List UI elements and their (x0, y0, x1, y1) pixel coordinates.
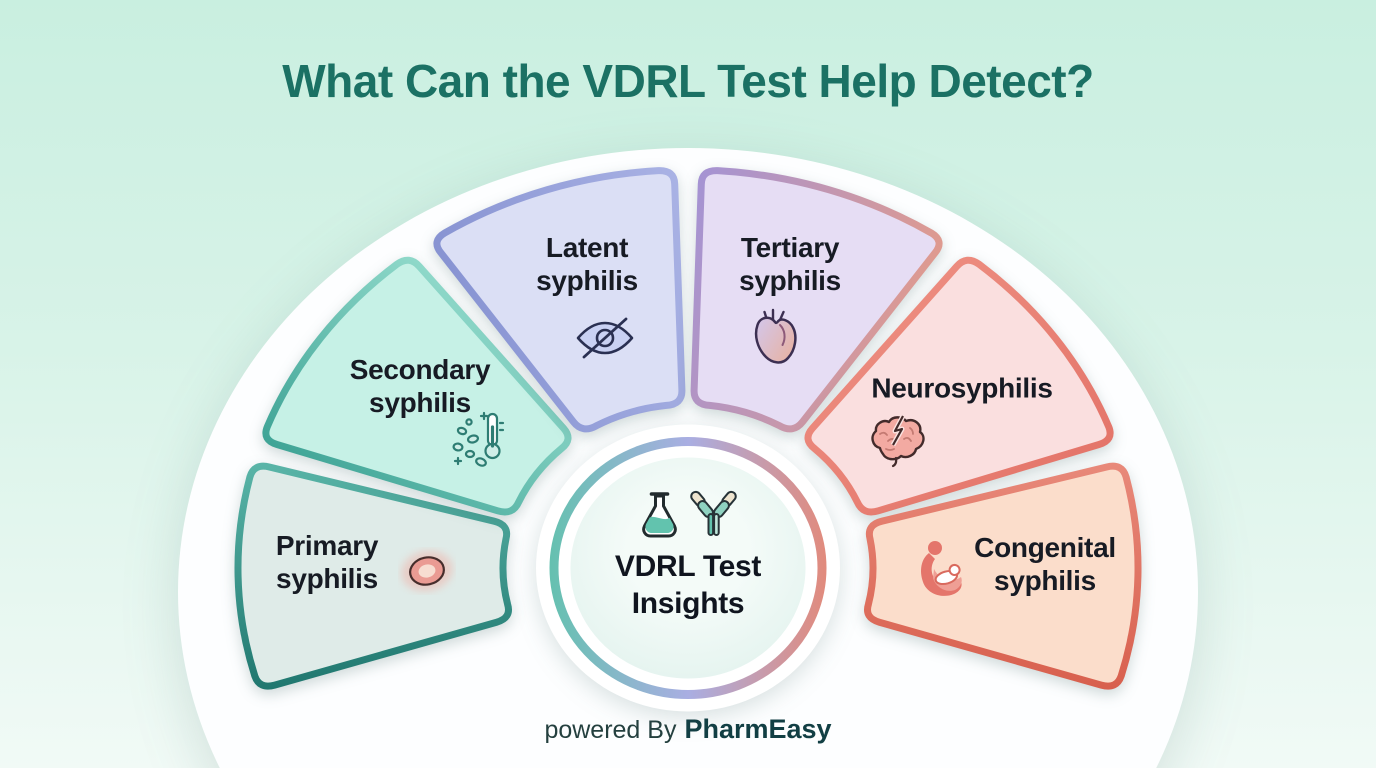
sore-icon (398, 547, 456, 595)
antibody-icon (689, 489, 739, 539)
hub-title: VDRL Test Insights (614, 548, 762, 622)
label-line: syphilis (369, 387, 471, 418)
hub-inner-circle (565, 452, 811, 684)
label-line: Congenital (974, 532, 1116, 563)
label-line: Latent (545, 232, 629, 263)
hub-gradient-ring (549, 437, 827, 699)
segment-label-congenital-syphilis: Congenital syphilis (974, 531, 1116, 597)
label-line: Neurosyphilis (871, 372, 1053, 404)
label-line: Tertiary (740, 232, 840, 263)
flask-icon (638, 490, 682, 538)
segment-congenital-syphilis (864, 462, 1142, 690)
footer-powered-by: powered By (544, 716, 677, 744)
segment-primary-syphilis (234, 462, 512, 690)
segment-label-tertiary-syphilis: Tertiary syphilis (739, 231, 841, 297)
hub-title-line2: Insights (631, 587, 745, 620)
segment-wedges (234, 167, 1142, 690)
segment-label-latent-syphilis: Latent syphilis (536, 231, 638, 297)
label-line: Secondary (349, 354, 491, 385)
segment-label-neurosyphilis: Neurosyphilis (871, 372, 1053, 405)
segment-latent-syphilis (433, 167, 686, 433)
center-hub (536, 424, 840, 712)
mother-baby-icon (915, 537, 971, 599)
page-title: What Can the VDRL Test Help Detect? (282, 55, 1094, 107)
footer-brand: PharmEasy (684, 714, 832, 744)
brain-icon (866, 414, 928, 468)
segment-label-secondary-syphilis: Secondary syphilis (349, 353, 491, 419)
hub-title-line1: VDRL Test (614, 550, 762, 583)
label-line: Primary (275, 530, 379, 561)
segment-tertiary-syphilis (690, 167, 943, 433)
label-line: syphilis (536, 265, 638, 296)
segment-label-primary-syphilis: Primary syphilis (275, 529, 379, 595)
label-line: syphilis (739, 265, 841, 296)
eye-slash-icon (573, 315, 637, 361)
heart-icon (747, 307, 803, 369)
rash-thermometer-icon (448, 409, 512, 471)
hub-icons (638, 489, 739, 539)
label-line: syphilis (276, 563, 378, 594)
label-line: syphilis (994, 565, 1096, 596)
